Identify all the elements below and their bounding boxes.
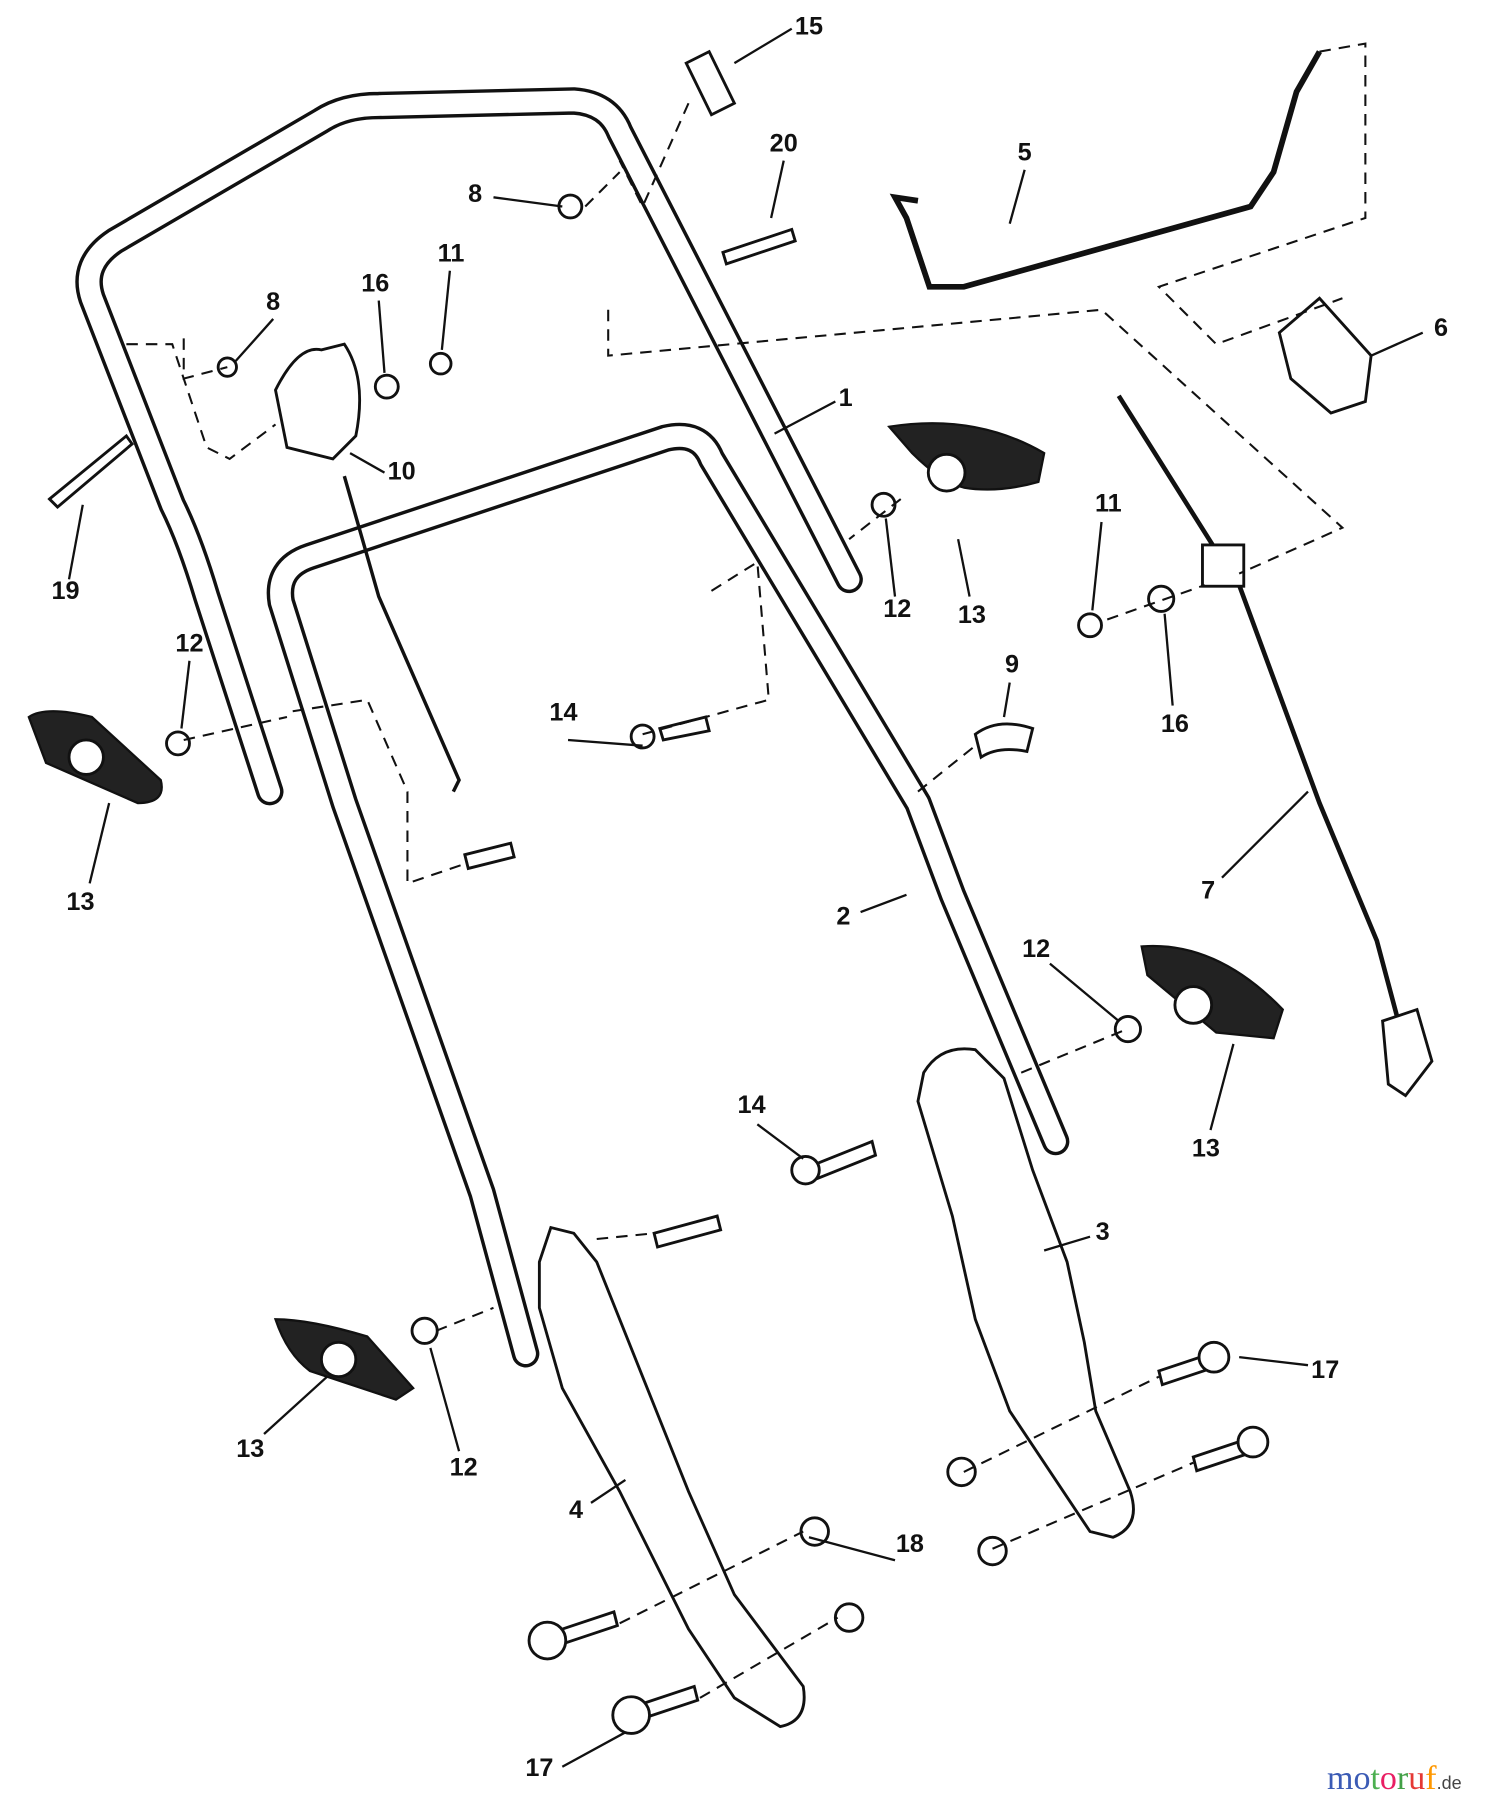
watermark-letter: u xyxy=(1408,1760,1426,1797)
leader-line xyxy=(1091,521,1103,611)
callout-2: 2 xyxy=(836,903,850,931)
callout-5: 5 xyxy=(1018,139,1032,167)
callout-17: 17 xyxy=(1311,1356,1339,1384)
leader-line xyxy=(180,660,191,729)
callout-17: 17 xyxy=(525,1754,553,1782)
watermark-letter: m xyxy=(1327,1760,1354,1797)
watermark-suffix: .de xyxy=(1436,1773,1462,1793)
leader-line xyxy=(1008,169,1026,225)
callout-14: 14 xyxy=(738,1091,766,1119)
leader-line xyxy=(263,1375,328,1435)
callout-3: 3 xyxy=(1096,1218,1110,1246)
callout-20: 20 xyxy=(770,129,798,157)
callout-16: 16 xyxy=(1161,710,1189,738)
callout-13: 13 xyxy=(236,1435,264,1463)
lower-handle xyxy=(266,422,1070,1368)
callout-11: 11 xyxy=(438,240,465,268)
knobs xyxy=(27,422,1285,1401)
upper-handle xyxy=(75,87,863,806)
watermark-letter: f xyxy=(1425,1760,1437,1797)
callout-13: 13 xyxy=(1192,1134,1220,1162)
callout-13: 13 xyxy=(66,888,94,916)
watermark-letter: t xyxy=(1370,1760,1380,1797)
cable-connector xyxy=(1381,1007,1434,1098)
leader-line xyxy=(1239,1356,1309,1367)
callout-4: 4 xyxy=(569,1496,583,1524)
watermark-logo: motoruf.de xyxy=(1327,1760,1462,1798)
leader-line xyxy=(590,1478,627,1504)
leader-line xyxy=(884,518,897,597)
callout-12: 12 xyxy=(175,630,203,658)
leader-line xyxy=(1049,962,1120,1022)
leader-line xyxy=(774,400,836,435)
leader-line xyxy=(756,1123,804,1160)
callout-16: 16 xyxy=(361,269,389,297)
leader-line xyxy=(860,893,907,914)
leader-lines xyxy=(67,27,1424,1768)
callout-18: 18 xyxy=(896,1530,924,1558)
callout-11: 11 xyxy=(1095,490,1122,518)
hardware xyxy=(47,49,1270,1735)
callout-7: 7 xyxy=(1201,876,1215,904)
callout-12: 12 xyxy=(450,1453,478,1481)
leader-line xyxy=(808,1536,896,1562)
leader-line xyxy=(1163,613,1174,706)
control-lever xyxy=(274,342,362,461)
lever-link-rod xyxy=(342,475,461,793)
leader-line xyxy=(493,196,563,208)
leader-line xyxy=(377,300,386,373)
leader-line xyxy=(429,1347,461,1452)
callout-labels: 15 20 8 5 8 16 11 6 1 10 19 11 12 13 16 12 9 14 13 7 2 12 13 14… xyxy=(52,12,1449,1781)
callout-12: 12 xyxy=(883,595,911,623)
cable-bracket xyxy=(1277,296,1373,415)
callout-10: 10 xyxy=(388,458,416,486)
assembly-lines xyxy=(126,42,1367,1699)
callout-12: 12 xyxy=(1022,935,1050,963)
callout-6: 6 xyxy=(1434,314,1448,342)
right-bracket xyxy=(916,1047,1135,1539)
leader-line xyxy=(1370,331,1424,357)
callout-1: 1 xyxy=(839,384,853,412)
leader-line xyxy=(1043,1235,1091,1252)
leader-line xyxy=(440,270,452,351)
left-bracket xyxy=(537,1225,806,1729)
watermark-letter: o xyxy=(1353,1760,1371,1797)
callout-14: 14 xyxy=(549,698,577,726)
leader-line xyxy=(234,318,275,363)
watermark-letter: r xyxy=(1396,1760,1409,1797)
callout-9: 9 xyxy=(1005,650,1019,678)
leader-line xyxy=(1002,682,1011,718)
control-cable xyxy=(1116,394,1403,1028)
callout-8: 8 xyxy=(266,288,280,316)
leader-line xyxy=(67,504,84,580)
callout-19: 19 xyxy=(52,577,80,605)
cable-clamp xyxy=(1201,543,1246,588)
leader-line xyxy=(88,802,111,884)
control-rod xyxy=(889,50,1322,290)
callout-8: 8 xyxy=(468,180,482,208)
leader-line xyxy=(1221,790,1309,879)
leader-line xyxy=(561,1731,626,1768)
leader-line xyxy=(956,538,971,597)
leader-line xyxy=(733,27,793,65)
leader-line xyxy=(1209,1043,1235,1131)
callout-15: 15 xyxy=(795,12,823,40)
watermark-letter: o xyxy=(1379,1760,1397,1797)
leader-line xyxy=(349,452,386,474)
callout-13: 13 xyxy=(958,601,986,629)
leader-line xyxy=(769,160,785,219)
leader-line xyxy=(567,738,643,747)
